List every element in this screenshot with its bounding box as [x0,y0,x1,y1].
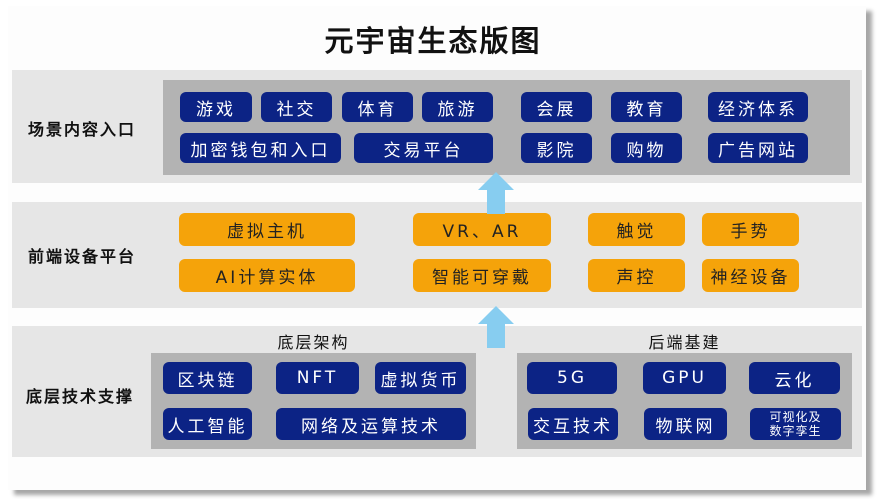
frontend-item: 神经设备 [702,259,799,292]
scene-layer-label: 场景内容入口 [28,120,137,139]
diagram-title: 元宇宙生态版图 [324,24,542,58]
scene-item: 广告网站 [708,133,808,163]
infrastructure-item-line: 可视化及 [769,410,822,424]
frontend-item: VR、AR [413,213,551,246]
scene-item: 交易平台 [354,133,493,163]
scene-item: 体育 [342,92,413,122]
infrastructure-item-visualization: 可视化及 数字孪生 [750,408,841,440]
infrastructure-item: 交互技术 [528,408,618,440]
base-layer-label: 底层技术支撑 [26,387,135,406]
frontend-item: 声控 [588,259,685,292]
scene-item: 加密钱包和入口 [180,133,341,163]
infrastructure-item-line: 数字孪生 [769,424,822,438]
architecture-title: 底层架构 [277,333,350,352]
architecture-item: NFT [276,362,359,394]
architecture-item: 网络及运算技术 [276,408,466,440]
frontend-item: AI计算实体 [179,259,355,292]
frontend-item: 智能可穿戴 [413,259,551,292]
scene-item: 教育 [611,92,682,122]
arrow-up-icon [478,306,514,348]
scene-item: 游戏 [180,92,252,122]
infrastructure-item: 物联网 [644,408,727,440]
infrastructure-item: GPU [643,362,726,394]
infrastructure-item: 5G [527,362,617,394]
scene-item: 影院 [521,133,592,163]
scene-item: 旅游 [422,92,493,122]
scene-item: 经济体系 [708,92,808,122]
architecture-item: 区块链 [163,362,252,394]
frontend-item: 虚拟主机 [179,213,355,246]
infrastructure-title: 后端基建 [648,333,721,352]
architecture-item: 人工智能 [163,408,252,440]
frontend-layer-label: 前端设备平台 [28,247,137,266]
arrow-up-icon [478,172,514,214]
frontend-item: 手势 [702,213,799,246]
frontend-item: 触觉 [588,213,685,246]
scene-item: 会展 [521,92,592,122]
infrastructure-item: 云化 [749,362,840,394]
scene-item: 购物 [611,133,682,163]
architecture-item: 虚拟货币 [375,362,466,394]
scene-item: 社交 [261,92,332,122]
